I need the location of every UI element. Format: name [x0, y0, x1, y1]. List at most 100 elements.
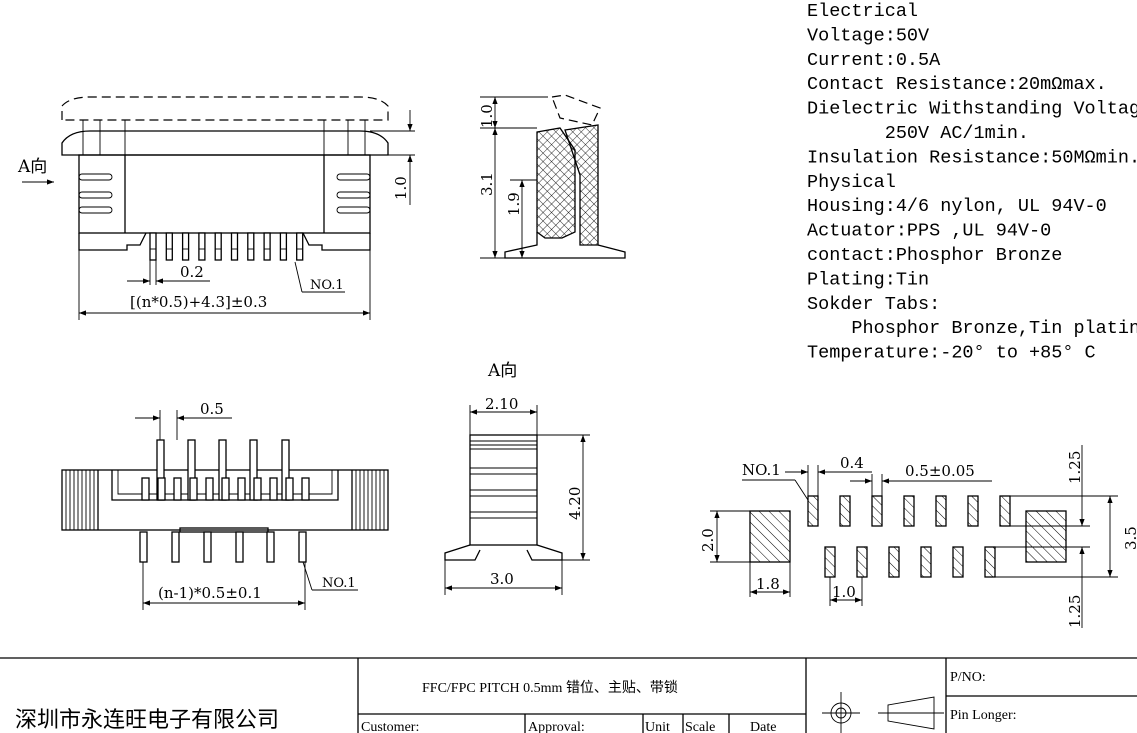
pno-label: P/NO:: [950, 670, 986, 685]
contact-pin: [279, 232, 288, 261]
lower-dim: 1.9: [505, 192, 523, 216]
end-height-dim: 4.20: [566, 487, 584, 520]
spec-line: Voltage:50V: [807, 25, 929, 46]
company-name: 深圳市永连旺电子有限公司: [15, 708, 279, 733]
left-tab-pad: [749, 510, 791, 563]
actuator-dim: 1.0: [478, 104, 496, 128]
right-tab-pad: [1025, 510, 1067, 563]
contact-tooth: [301, 477, 310, 501]
customer-label: Customer:: [361, 720, 419, 733]
front-height-dim: 1.0: [392, 176, 410, 200]
signal-pad: [888, 546, 900, 578]
front-view: 1.0 A向 0.2 NO.1 [(n*0.5)+4.3]±0.3: [17, 96, 415, 320]
contact-tooth: [141, 477, 150, 501]
signal-pad: [871, 495, 883, 527]
projection-symbol-icon: [822, 692, 944, 733]
contact-tooth: [221, 477, 230, 501]
contact-pin: [247, 232, 255, 261]
spec-line: Housing:4/6 nylon, UL 94V-0: [807, 196, 1107, 217]
spec-line: Phosphor Bronze,Tin plating: [807, 318, 1137, 339]
direction-label: A向: [17, 157, 47, 177]
signal-pad: [920, 546, 932, 578]
spec-line: Dielectric Withstanding Voltage:: [807, 99, 1137, 120]
bottom-view: 0.5 (n-1)*0.5±0.1 NO.1: [61, 400, 389, 610]
contact-pin: [230, 232, 239, 261]
signal-pad: [807, 495, 819, 527]
side-height-dim: 3.1: [478, 172, 496, 196]
signal-pad: [856, 546, 868, 578]
contact-pin: [198, 232, 206, 261]
spec-line: Contact Resistance:20mΩmax.: [807, 74, 1107, 95]
signal-pad: [824, 546, 836, 578]
end-view: A向 2.10 4.20 3.0: [444, 361, 590, 595]
spec-line: Plating:Tin: [807, 269, 929, 290]
pcb-footprint: NO.1 0.4 0.5±0.05 1.25 3.5 1.25 2.0 1.8 …: [699, 445, 1137, 628]
contact-tooth: [237, 477, 246, 501]
spec-line: Physical: [807, 172, 896, 193]
pitch-dim: 0.5: [200, 400, 224, 418]
contact-pin: [149, 232, 157, 261]
signal-pad: [984, 546, 996, 578]
end-view-title: A向: [487, 361, 517, 381]
fp-pin1-label: NO.1: [742, 461, 781, 479]
contact-tooth: [173, 477, 182, 501]
spec-line: 250V AC/1min.: [807, 123, 1029, 144]
contact-tooth: [157, 477, 166, 501]
lower-pin: [171, 531, 180, 563]
contact-tooth: [205, 477, 214, 501]
end-base-dim: 3.0: [490, 570, 514, 588]
fp-top-offset-dim: 1.25: [1066, 451, 1084, 484]
contact-tooth: [253, 477, 262, 501]
signal-pad: [935, 495, 947, 527]
housing: [78, 154, 371, 234]
title-block: 深圳市永连旺电子有限公司 FFC/FPC PITCH 0.5mm 错位、主贴、带…: [0, 657, 1137, 733]
scale-label: Scale: [685, 720, 715, 733]
spec-line: Current:0.5A: [807, 50, 941, 71]
fp-row-pitch-dim: 1.0: [832, 583, 856, 601]
fp-row-span-dim: 3.5: [1122, 526, 1137, 550]
pin-width-dim: 0.2: [180, 263, 204, 281]
actuator-open-outline: [61, 96, 389, 121]
spec-line: Sokder Tabs:: [807, 294, 940, 315]
date-label: Date: [750, 720, 776, 733]
fp-tab-width-dim: 1.8: [756, 575, 780, 593]
lower-pin: [235, 531, 244, 563]
signal-pad: [952, 546, 964, 578]
contact-tooth: [189, 477, 198, 501]
signal-pad: [903, 495, 915, 527]
signal-pad: [839, 495, 851, 527]
spec-line: Actuator:PPS ,UL 94V-0: [807, 221, 1051, 242]
contact-tooth: [269, 477, 278, 501]
contact-pin: [296, 232, 304, 261]
signal-pad: [999, 495, 1011, 527]
pin-longer-label: Pin Longer:: [950, 708, 1017, 723]
fp-tab-height-dim: 2.0: [699, 528, 717, 552]
contact-pin: [263, 232, 271, 261]
spec-line: Electrical: [807, 1, 918, 22]
actuator: [61, 130, 389, 156]
spec-line: Temperature:-20° to +85° C: [807, 343, 1096, 364]
contact-pin: [181, 232, 190, 261]
side-section-view: 1.0 3.1 1.9: [478, 94, 626, 259]
unit-label: Unit: [645, 720, 670, 733]
fp-pad-width-dim: 0.4: [840, 454, 864, 472]
lower-pin: [139, 531, 148, 563]
contact-pin: [165, 232, 173, 261]
signal-pad: [967, 495, 979, 527]
fp-pitch-dim: 0.5±0.05: [905, 462, 975, 480]
pin1-label: NO.1: [310, 278, 344, 293]
length-dim: [(n*0.5)+4.3]±0.3: [130, 293, 267, 311]
spec-line: contact:Phosphor Bronze: [807, 245, 1062, 266]
end-width-dim: 2.10: [485, 395, 518, 413]
approval-label: Approval:: [528, 720, 585, 733]
contact-tooth: [285, 477, 294, 501]
fp-bottom-offset-dim: 1.25: [1066, 595, 1084, 628]
drawing-title: FFC/FPC PITCH 0.5mm 错位、主贴、带锁: [422, 680, 678, 696]
lower-pin: [266, 531, 275, 563]
lower-pin: [298, 531, 307, 563]
span-dim: (n-1)*0.5±0.1: [158, 584, 262, 602]
bottom-pin1-label: NO.1: [322, 576, 356, 591]
contact-pin: [214, 232, 222, 261]
